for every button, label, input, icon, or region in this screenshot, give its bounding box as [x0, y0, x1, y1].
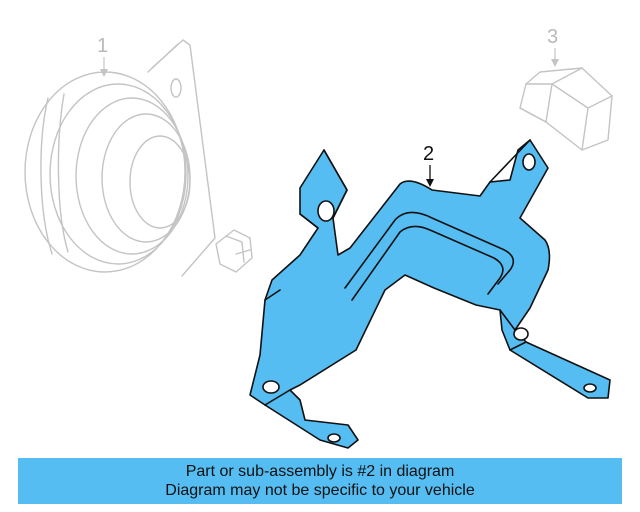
part-1-horn — [24, 39, 253, 277]
part-2-bracket — [249, 139, 611, 449]
leader-arrowhead-1 — [100, 69, 108, 77]
callout-3: 3 — [547, 26, 559, 48]
leader-arrowhead-3 — [551, 59, 559, 67]
leader-arrowhead-2 — [426, 179, 434, 187]
caption-bar: Part or sub-assembly is #2 in diagram Di… — [18, 458, 622, 504]
callout-1: 1 — [97, 35, 109, 57]
caption-line-2: Diagram may not be specific to your vehi… — [165, 482, 475, 499]
callout-2: 2 — [423, 143, 435, 165]
caption-line-1: Part or sub-assembly is #2 in diagram — [185, 463, 455, 480]
part-3-nut — [519, 67, 613, 151]
